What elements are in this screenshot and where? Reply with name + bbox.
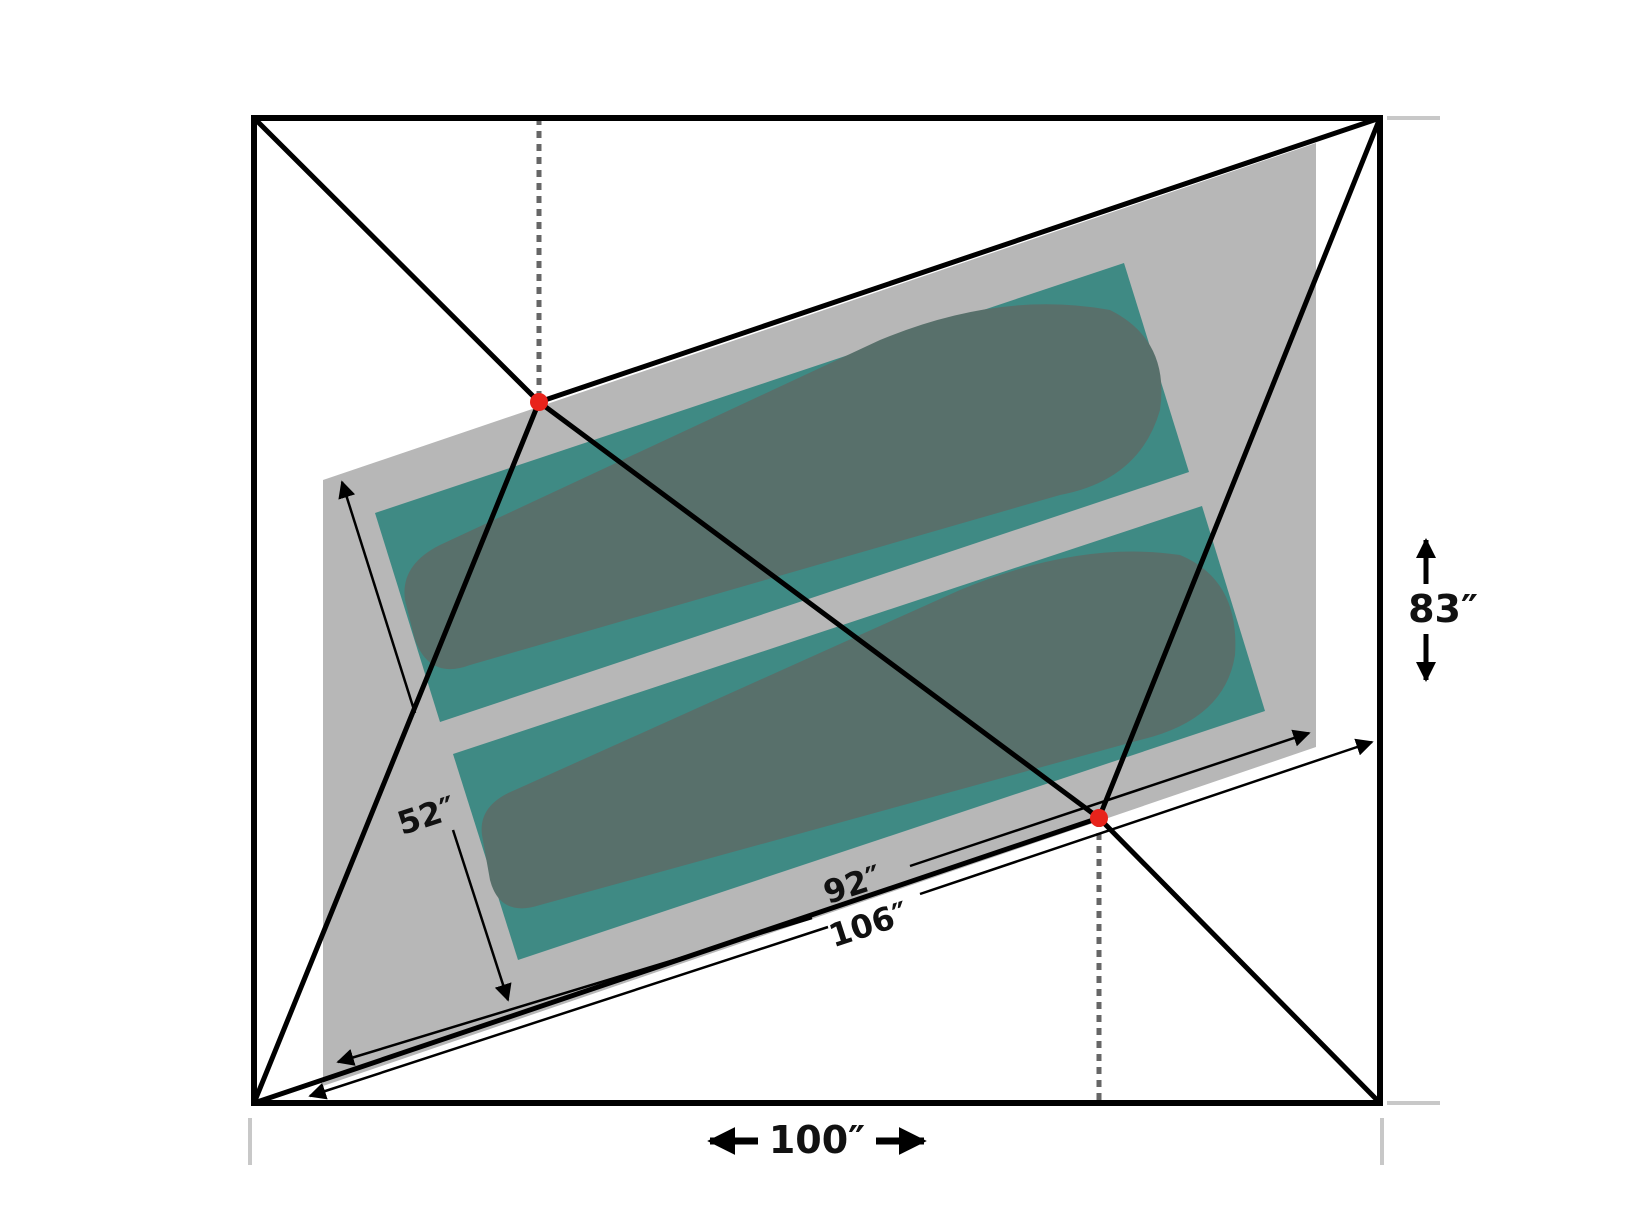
dimension-ticks: [248, 116, 1440, 1165]
floor-length-arrow-b: [919, 738, 1374, 896]
sleeping-bag-2: [481, 551, 1236, 909]
pad-length-arrow-b: [909, 729, 1311, 868]
floor-width-arrow-b: [451, 829, 512, 1002]
tent-footprint-outline: [251, 115, 1383, 1106]
pole-point-top: [530, 393, 548, 411]
width-label: 100″: [769, 1118, 865, 1162]
sleeping-bag-1: [404, 304, 1162, 670]
pad-length-arrow-a: [336, 916, 813, 1066]
pole-point-bottom: [1090, 809, 1108, 827]
height-label: 83″: [1408, 587, 1478, 631]
floor-length-arrow-a: [308, 925, 829, 1100]
floor-width-arrow-a: [338, 480, 417, 714]
tent-poles: [251, 115, 1383, 1106]
